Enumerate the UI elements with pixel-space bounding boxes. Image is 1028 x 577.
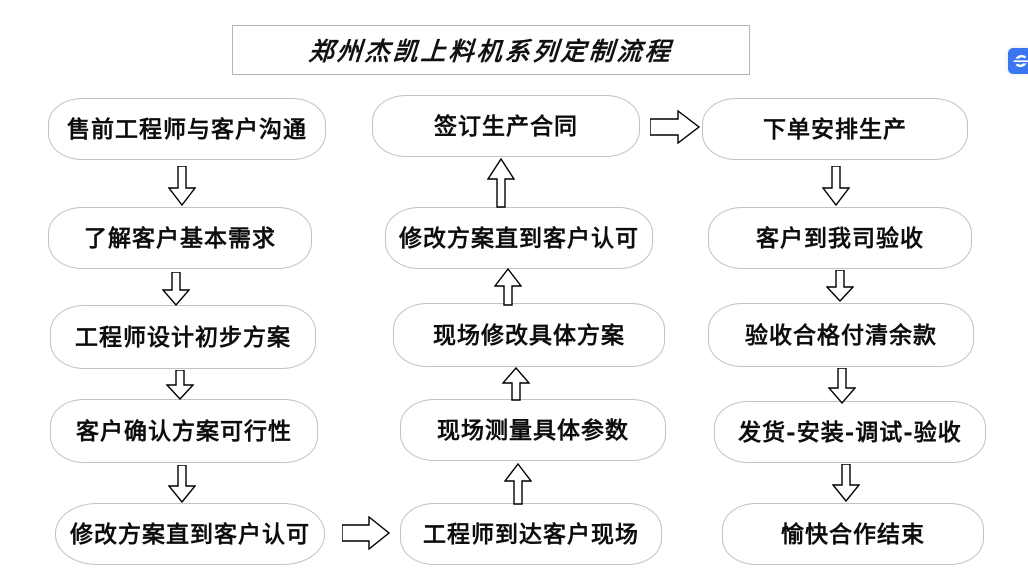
flow-node-n4[interactable]: 客户确认方案可行性 — [50, 399, 318, 463]
flow-node-label: 现场修改具体方案 — [433, 321, 625, 349]
flow-node-n1[interactable]: 售前工程师与客户沟通 — [48, 98, 326, 160]
flow-node-n6[interactable]: 签订生产合同 — [372, 95, 640, 157]
arrow-down-icon-a2 — [162, 272, 190, 306]
diagram-title: 郑州杰凯上料机系列定制流程 — [307, 37, 674, 66]
flow-node-label: 工程师设计初步方案 — [75, 323, 291, 351]
flow-node-n2[interactable]: 了解客户基本需求 — [48, 207, 312, 269]
flow-node-label: 验收合格付清余款 — [745, 321, 937, 349]
diagram-title-box: 郑州杰凯上料机系列定制流程 — [232, 25, 750, 75]
flow-node-label: 了解客户基本需求 — [84, 224, 276, 252]
flow-node-label: 售前工程师与客户沟通 — [67, 115, 307, 143]
arrow-down-icon-a12 — [826, 270, 854, 302]
flow-node-label: 修改方案直到客户认可 — [70, 520, 310, 548]
arrow-up-icon-a9 — [487, 158, 515, 208]
arrow-down-icon-a13 — [828, 368, 856, 404]
sogou-logo-icon — [1008, 48, 1028, 74]
flow-node-label: 签订生产合同 — [434, 112, 578, 140]
flow-node-label: 愉快合作结束 — [781, 520, 925, 548]
flow-node-label: 工程师到达客户现场 — [423, 520, 639, 548]
flow-node-n9[interactable]: 现场测量具体参数 — [400, 399, 666, 461]
flow-node-n15[interactable]: 愉快合作结束 — [722, 503, 984, 565]
flow-node-n8[interactable]: 现场修改具体方案 — [393, 303, 665, 367]
flow-node-label: 修改方案直到客户认可 — [399, 224, 639, 252]
arrow-down-icon-a3 — [166, 370, 194, 400]
arrow-up-icon-a7 — [502, 367, 530, 401]
flow-node-n13[interactable]: 验收合格付清余款 — [708, 303, 974, 367]
flow-node-n3[interactable]: 工程师设计初步方案 — [50, 305, 316, 369]
flow-node-label: 客户确认方案可行性 — [76, 417, 292, 445]
arrow-up-icon-a8 — [494, 268, 522, 306]
arrow-down-icon-a11 — [822, 166, 850, 206]
arrow-right-icon-a5 — [342, 516, 390, 550]
arrow-down-icon-a1 — [168, 166, 196, 206]
arrow-down-icon-a4 — [168, 465, 196, 503]
flow-node-label: 下单安排生产 — [763, 115, 907, 143]
flow-node-label: 现场测量具体参数 — [437, 416, 629, 444]
flow-node-label: 发货-安装-调试-验收 — [738, 418, 962, 446]
arrow-right-icon-a10 — [650, 110, 700, 144]
flow-node-n5[interactable]: 修改方案直到客户认可 — [55, 503, 325, 565]
flow-node-n7[interactable]: 修改方案直到客户认可 — [385, 207, 653, 269]
arrow-up-icon-a6 — [504, 463, 532, 505]
arrow-down-icon-a14 — [832, 464, 860, 502]
flow-node-n11[interactable]: 下单安排生产 — [702, 98, 968, 160]
flow-node-n12[interactable]: 客户到我司验收 — [708, 207, 972, 269]
flow-node-n10[interactable]: 工程师到达客户现场 — [400, 503, 662, 565]
flow-node-label: 客户到我司验收 — [756, 224, 924, 252]
flow-node-n14[interactable]: 发货-安装-调试-验收 — [714, 401, 986, 463]
